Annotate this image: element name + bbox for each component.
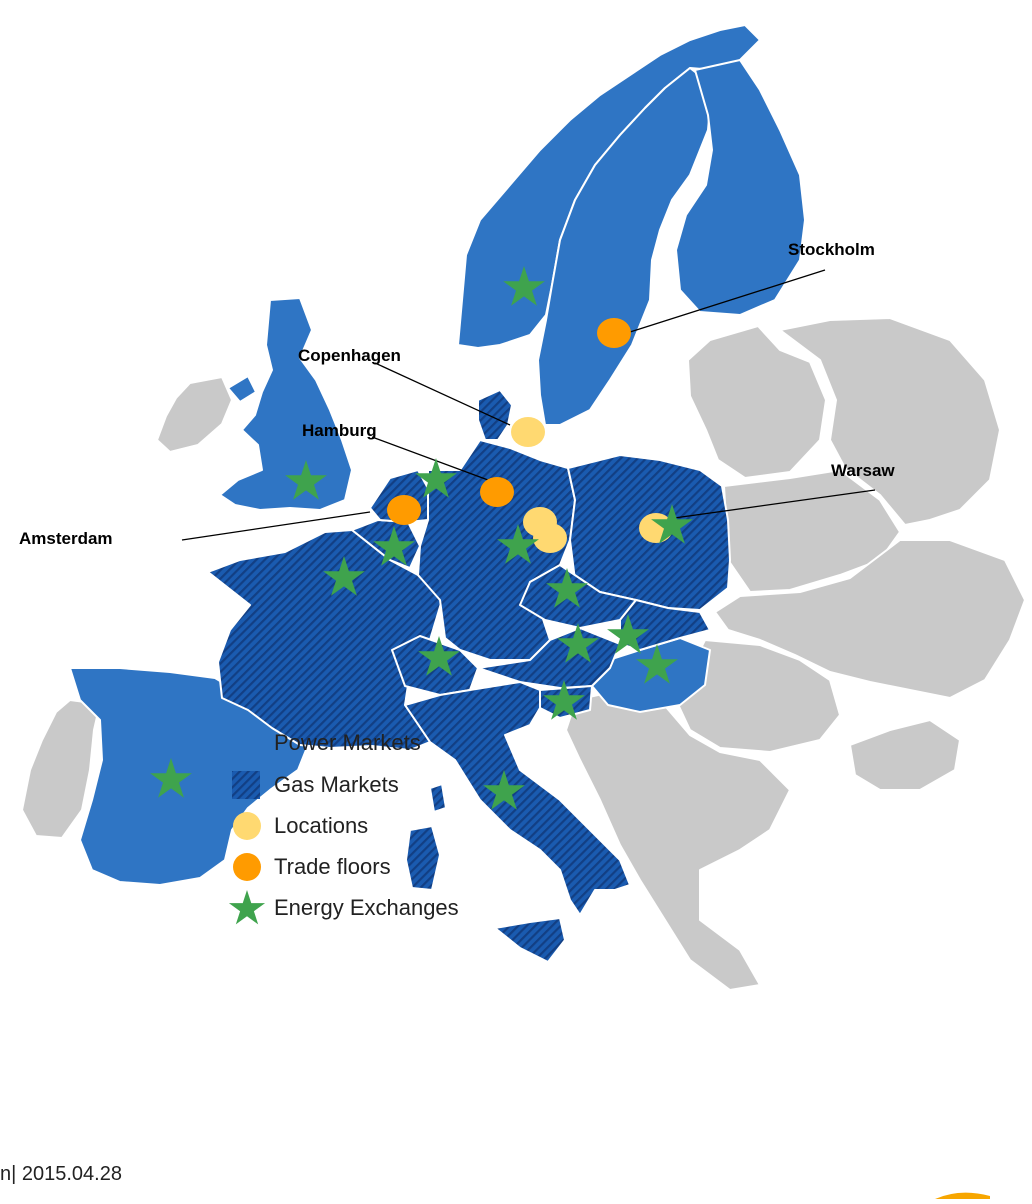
sweden-shape	[537, 67, 713, 426]
stockholm-leader-line	[629, 269, 826, 333]
locations-swatch-icon	[233, 812, 261, 840]
ireland-shape	[156, 376, 233, 453]
amsterdam-trade-floor-marker	[387, 495, 421, 525]
legend-trade-floors-label: Trade floors	[274, 854, 391, 879]
hamburg-leader-line	[371, 436, 489, 481]
slovakia-shape	[619, 599, 711, 651]
copenhagen-location-marker	[511, 417, 545, 447]
denmark-shape	[477, 389, 513, 441]
russia-ukraine-shape	[779, 317, 1001, 526]
berlin-location-marker-2	[533, 523, 567, 553]
finland-shape	[675, 59, 806, 316]
sardinia-shape	[405, 825, 441, 891]
stockholm-label: Stockholm	[788, 240, 875, 259]
trade-floor-markers	[387, 318, 631, 525]
warsaw-leader-line	[659, 489, 876, 521]
hamburg-label: Hamburg	[302, 421, 377, 440]
trade-floors-swatch-icon	[233, 853, 261, 881]
legend-swatches	[228, 729, 266, 925]
power-markets-swatch-icon	[232, 729, 260, 757]
sicily-shape	[494, 917, 566, 963]
legend-power-markets: Power Markets	[274, 728, 421, 758]
balkans-shape	[565, 689, 791, 991]
portugal-shape	[21, 699, 101, 839]
warsaw-label: Warsaw	[831, 461, 895, 480]
hamburg-trade-floor-marker	[480, 477, 514, 507]
northern-ireland-shape	[227, 375, 257, 403]
legend-trade-floors: Trade floors	[274, 852, 391, 882]
legend-gas-markets: Gas Markets	[274, 770, 399, 800]
amsterdam-label: Amsterdam	[19, 529, 113, 548]
ukraine-shape	[714, 539, 1026, 699]
legend-energy-exchanges: Energy Exchanges	[274, 893, 459, 923]
corsica-shape	[429, 783, 447, 813]
baltics-shape	[687, 325, 827, 479]
legend-locations-label: Locations	[274, 813, 369, 838]
footer-date: n| 2015.04.28	[0, 1163, 122, 1185]
legend-energy-exchanges-label: Energy Exchanges	[274, 895, 459, 920]
leader-lines	[181, 269, 876, 541]
legend-gas-markets-label: Gas Markets	[274, 772, 399, 797]
turkey-shape	[849, 719, 961, 791]
italy-shape	[404, 681, 631, 916]
power-market-countries	[69, 24, 806, 886]
great-britain-shape	[219, 297, 353, 511]
copenhagen-leader-line	[374, 362, 511, 426]
legend-locations: Locations	[274, 811, 368, 841]
stockholm-trade-floor-marker	[597, 318, 631, 348]
amsterdam-leader-line	[181, 511, 371, 541]
gas-markets-swatch-icon	[232, 771, 260, 799]
energy-exchanges-swatch-icon	[228, 890, 266, 925]
non-market-countries	[21, 317, 1026, 991]
copenhagen-label: Copenhagen	[298, 346, 401, 365]
brand-logo-arc	[935, 1192, 990, 1199]
legend-power-markets-label: Power Markets	[274, 730, 421, 755]
